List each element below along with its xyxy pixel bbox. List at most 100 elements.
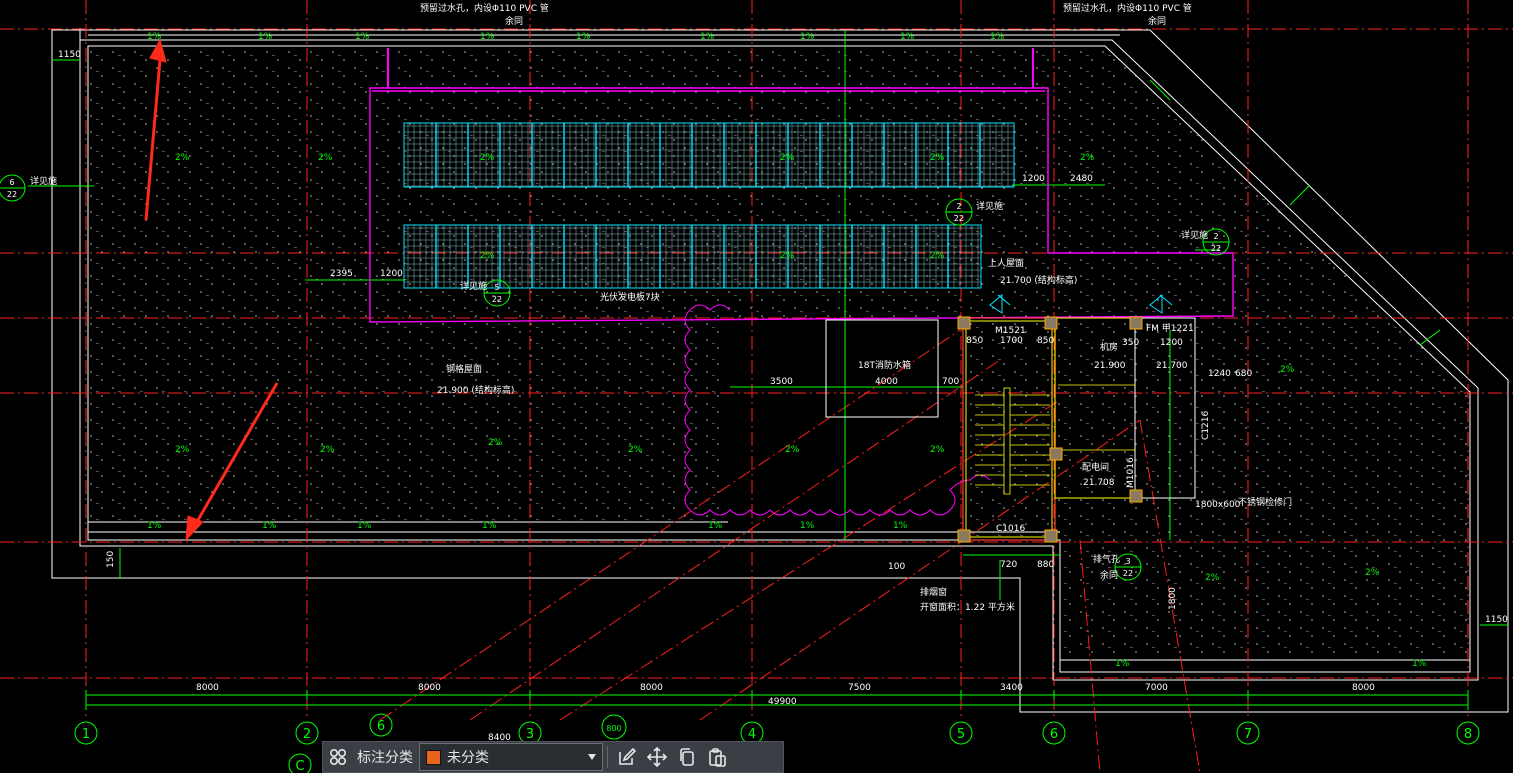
area-label: 钢格屋面: [446, 363, 482, 375]
detail-ref-2: 详见施: [976, 200, 1003, 212]
balloon-d-bottom: 22: [1211, 244, 1221, 253]
dim-680: 680: [1235, 369, 1252, 379]
copy-icon[interactable]: [672, 742, 702, 772]
slope-2pct-10: 2%: [1280, 365, 1295, 375]
dim-1800: 720: [1000, 560, 1017, 570]
detail-ref-4: 详见施: [1181, 229, 1208, 241]
window-c1016: C1016: [996, 524, 1025, 534]
category-color-swatch: [426, 749, 441, 765]
slope-b1: 1%: [147, 521, 162, 531]
grid-balloons[interactable]: [0, 174, 1480, 773]
balloon-b-bottom: 22: [954, 214, 964, 223]
stair-core[interactable]: [957, 293, 1196, 543]
dim-1150-a: 1150: [58, 50, 81, 60]
upper-roof-elev: 21.700 (结构标高): [1000, 274, 1077, 286]
chevron-down-icon: [588, 754, 596, 760]
slope-2pct-15: 2%: [930, 153, 945, 163]
slope-2pct-3: 2%: [1080, 153, 1095, 163]
slope-2pct-14: 2%: [780, 153, 795, 163]
slope-4: 1%: [480, 32, 495, 42]
slope-b7: 1%: [893, 521, 908, 531]
floating-grid-label: 6: [377, 719, 385, 734]
slope-b3: 1%: [357, 521, 372, 531]
grid-label-4: 4: [748, 727, 756, 742]
slope-b2: 1%: [262, 521, 277, 531]
drain-note-left: 预留过水孔，内设Φ110 PVC 管: [420, 2, 549, 14]
category-selected-value: 未分类: [447, 750, 489, 766]
slope-2pct-6: 2%: [488, 438, 503, 448]
slope-8: 1%: [900, 32, 915, 42]
slope-2pct-13: 2%: [480, 153, 495, 163]
dim-bottom-2: 8000: [418, 683, 441, 693]
slope-3: 1%: [355, 32, 370, 42]
slope-2: 1%: [258, 32, 273, 42]
annotation-category-label: 标注分类: [357, 750, 413, 766]
grid-label-6: 6: [1050, 727, 1058, 742]
dim-bottom-5: 3400: [1000, 683, 1023, 693]
tank-label: 18T消防水箱: [858, 359, 911, 371]
dim-4230: 1800: [1168, 587, 1178, 610]
upper-roof-label: 上人屋面: [988, 258, 1024, 269]
dim-bottom-1: 8000: [196, 683, 219, 693]
balloon-c-top: 5: [494, 283, 499, 292]
slope-b4: 1%: [482, 521, 497, 531]
dim-700: 700: [942, 377, 959, 387]
annotation-category-select[interactable]: 未分类: [419, 743, 603, 771]
dim-bottom-4: 7500: [848, 683, 871, 693]
balloon-800: 800: [606, 724, 621, 733]
grid-apps-icon[interactable]: [323, 742, 353, 772]
dim-total: 49900: [768, 697, 797, 707]
drawing-text: 1 2 3 4 5 6 7 8 6 C 800 预留过水孔，内设Φ110 PVC…: [7, 2, 1508, 773]
dim-1700: 1700: [1000, 336, 1023, 346]
grid-label-2: 2: [303, 727, 311, 742]
slope-2pct-4: 2%: [175, 445, 190, 455]
move-icon[interactable]: [642, 742, 672, 772]
edit-icon[interactable]: [612, 742, 642, 772]
pv-label: 光伏发电板7块: [600, 291, 660, 303]
door-m1521: M1521: [995, 326, 1026, 336]
slope-b5: 1%: [708, 521, 723, 531]
dimension-lines: [28, 30, 1508, 710]
wall-ref: 1800x600: [1195, 500, 1241, 510]
grid-label-5: 5: [957, 727, 965, 742]
annotation-toolbar: 标注分类 未分类: [322, 741, 784, 773]
slope-2pct-9: 2%: [930, 445, 945, 455]
dim-720: 880: [1037, 560, 1054, 570]
dim-850-a: 850: [966, 336, 983, 346]
dim-4000: 4000: [875, 377, 898, 387]
dim-bottom-7: 8000: [1352, 683, 1375, 693]
slope-2pct-12: 2%: [1365, 568, 1380, 578]
balloon-b-top: 2: [956, 202, 961, 211]
dim-bottom-3: 8000: [640, 683, 663, 693]
slope-b6: 1%: [800, 521, 815, 531]
grid-label-1: 1: [82, 727, 90, 742]
slope-9: 1%: [990, 32, 1005, 42]
dim-3500: 3500: [770, 377, 793, 387]
slope-7: 1%: [800, 32, 815, 42]
annotation-arrows: [144, 38, 279, 542]
dim-850-b: 850: [1037, 336, 1054, 346]
slope-2pct-11: 2%: [1205, 573, 1220, 583]
machine-room: 机房: [1100, 341, 1118, 353]
roof-elevation: 21.900 (结构标高): [437, 384, 514, 396]
dim-1200-a: 1200: [380, 269, 403, 279]
balloon-e-top: 3: [1125, 557, 1130, 566]
paste-icon[interactable]: [702, 742, 732, 772]
drain-note-right: 预留过水孔，内设Φ110 PVC 管: [1063, 2, 1192, 14]
exhaust-note: 余同: [1100, 569, 1118, 581]
slope-2pct-17: 2%: [780, 251, 795, 261]
parapet-outline: [369, 87, 1234, 516]
door-m1016: M1016: [1126, 457, 1136, 488]
slope-2pct-5: 2%: [320, 445, 335, 455]
machine-elev: 21.900: [1094, 361, 1126, 371]
dim-bottom-6: 7000: [1145, 683, 1168, 693]
fire-water-tank[interactable]: [825, 319, 939, 418]
row-label-c: C: [295, 759, 304, 773]
detail-ref-3: 详见施: [460, 280, 487, 292]
grid-label-8: 8: [1464, 727, 1472, 742]
balloon-a-top: 6: [9, 178, 14, 187]
fan-elev: 21.708: [1083, 478, 1115, 488]
vent-area: 开窗面积：1.22 平方米: [920, 601, 1015, 613]
